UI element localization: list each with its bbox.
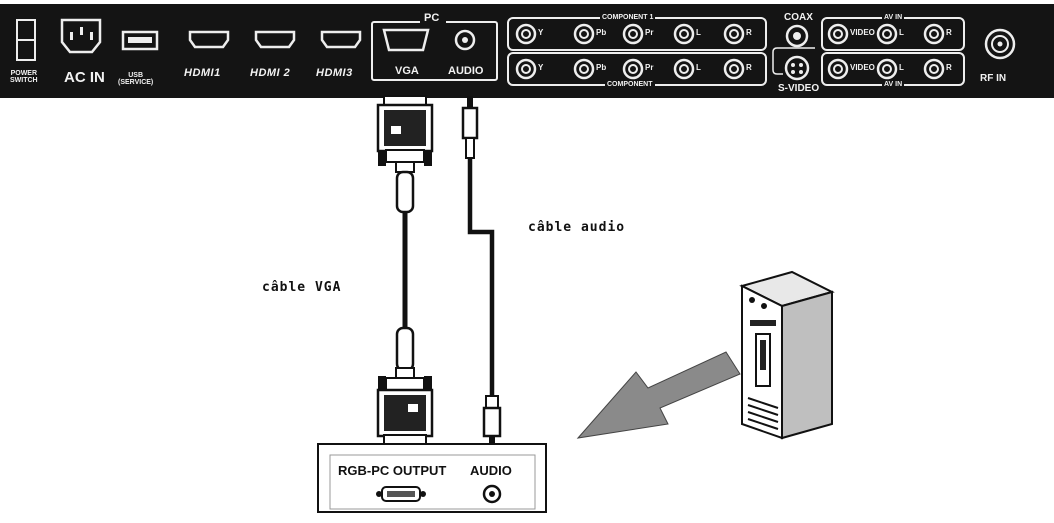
av-jack-icon	[923, 23, 945, 45]
audio-cable	[467, 158, 495, 398]
av-channel-label: VIDEO	[850, 63, 875, 72]
component-2-label: COMPONENT	[605, 81, 655, 88]
pc-audio-label: AUDIO	[448, 65, 484, 77]
component-jack-icon	[723, 23, 745, 45]
component-jack-icon	[673, 58, 695, 80]
component-channel-label: Y	[538, 28, 544, 37]
rf-in-label: RF IN	[980, 73, 1007, 84]
av-channel-label: VIDEO	[850, 28, 875, 37]
pc-output-panel	[317, 443, 547, 513]
component-jack-icon	[622, 23, 644, 45]
pc-output-audio-label: AUDIO	[470, 463, 512, 478]
av-jack-icon	[923, 58, 945, 80]
hdmi-port-icon	[188, 30, 230, 49]
vga-cable-label: câble VGA	[262, 280, 342, 295]
av-jack-icon	[827, 58, 849, 80]
ac-in-socket-icon	[60, 18, 102, 54]
rgb-output-label: RGB-PC OUTPUT	[338, 463, 447, 478]
rgb-output-port-icon	[376, 486, 426, 502]
av-channel-label: L	[899, 63, 904, 72]
vga-port-icon	[382, 28, 430, 52]
hdmi2-label: HDMI 2	[250, 67, 291, 79]
component-jack-icon	[723, 58, 745, 80]
component-jack-icon	[673, 23, 695, 45]
power-switch-icon	[16, 19, 36, 61]
av-jack-icon	[827, 23, 849, 45]
component-jack-icon	[515, 58, 537, 80]
vga-label: VGA	[395, 65, 419, 77]
hdmi-port-icon	[320, 30, 362, 49]
audio-output-jack-icon	[482, 484, 502, 504]
s-video-jack-icon	[784, 55, 810, 81]
av-jack-icon	[876, 58, 898, 80]
av-jacks	[827, 23, 945, 80]
hdmi1-label: HDMI1	[184, 67, 221, 79]
vga-connector-pc-icon	[376, 326, 434, 446]
audio-plug-pc-icon	[482, 395, 502, 448]
component-jack-icon	[622, 58, 644, 80]
component-channel-label: R	[746, 63, 752, 72]
component-channel-label: Pb	[596, 63, 607, 72]
component-channel-label: Y	[538, 63, 544, 72]
component-channel-label: L	[696, 63, 701, 72]
component-channel-label: L	[696, 28, 701, 37]
direction-arrow-icon	[576, 351, 741, 439]
component-1-label: COMPONENT 1	[600, 14, 656, 21]
av-channel-label: R	[946, 63, 952, 72]
ac-in-label: AC IN	[64, 69, 105, 86]
component-jack-icon	[515, 23, 537, 45]
rf-in-jack-icon	[984, 28, 1016, 60]
component-jack-icon	[573, 58, 595, 80]
pc-tower-icon	[739, 270, 835, 440]
component-jacks	[515, 23, 745, 80]
component-channel-label: R	[746, 28, 752, 37]
s-video-label: S-VIDEO	[778, 83, 820, 94]
coax-label: COAX	[784, 12, 813, 23]
av-channel-label: L	[899, 28, 904, 37]
hdmi-port-icon	[254, 30, 296, 49]
pc-group-label: PC	[424, 12, 440, 24]
component-channel-label: Pr	[645, 28, 654, 37]
power-switch-label: POWER SWITCH	[10, 70, 38, 84]
audio-cable-label: câble audio	[528, 220, 626, 235]
component-jack-icon	[573, 23, 595, 45]
coax-jack-icon	[785, 24, 809, 48]
vga-connector-tv-icon	[376, 95, 434, 214]
component-channel-label: Pb	[596, 28, 607, 37]
av-in-1-label: AV IN	[882, 14, 905, 21]
audio-jack-icon	[454, 29, 476, 51]
av-in-2-label: AV IN	[882, 81, 905, 88]
av-channel-label: R	[946, 28, 952, 37]
component-channel-label: Pr	[645, 63, 654, 72]
usb-port-icon	[121, 30, 159, 51]
av-jack-icon	[876, 23, 898, 45]
usb-label: USB (SERVICE)	[118, 72, 154, 86]
hdmi3-label: HDMI3	[316, 67, 353, 79]
audio-plug-tv-icon	[461, 96, 479, 159]
